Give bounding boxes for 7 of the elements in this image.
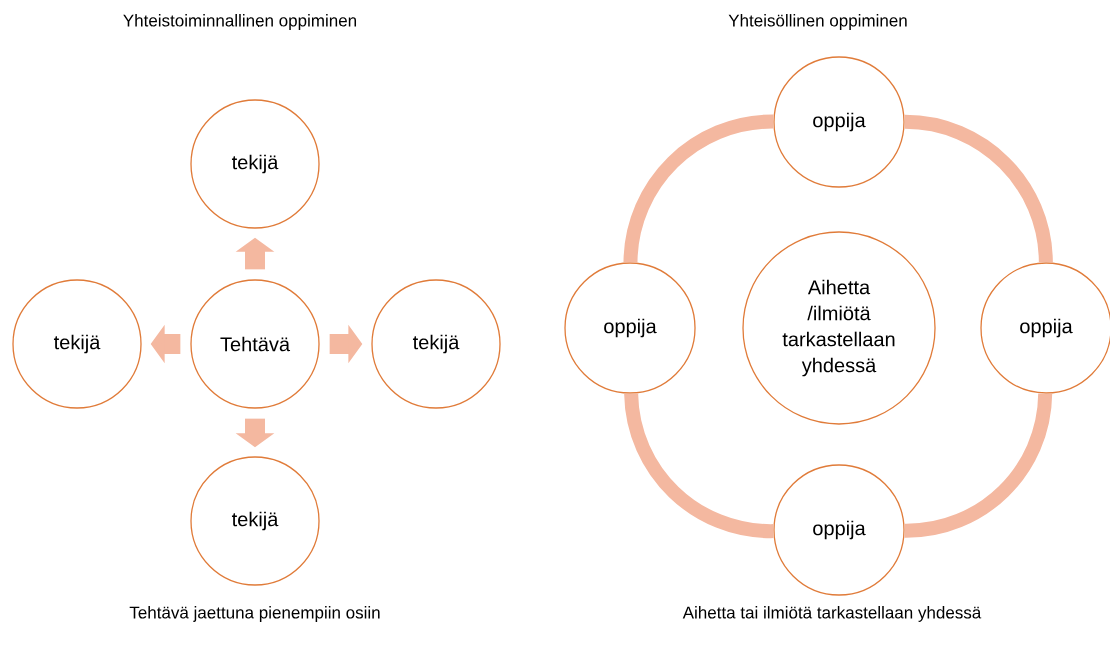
heading: Yhteistoiminnallinen oppiminen [123,14,356,30]
ring-arc [904,114,1053,263]
ring-arc [624,393,774,539]
ring-arc [623,114,774,263]
ring-arc [904,393,1053,538]
heading: Yhteisöllinen oppiminen [728,14,907,30]
heading: Tehtävä jaettuna pienempiin osiin [129,606,380,622]
